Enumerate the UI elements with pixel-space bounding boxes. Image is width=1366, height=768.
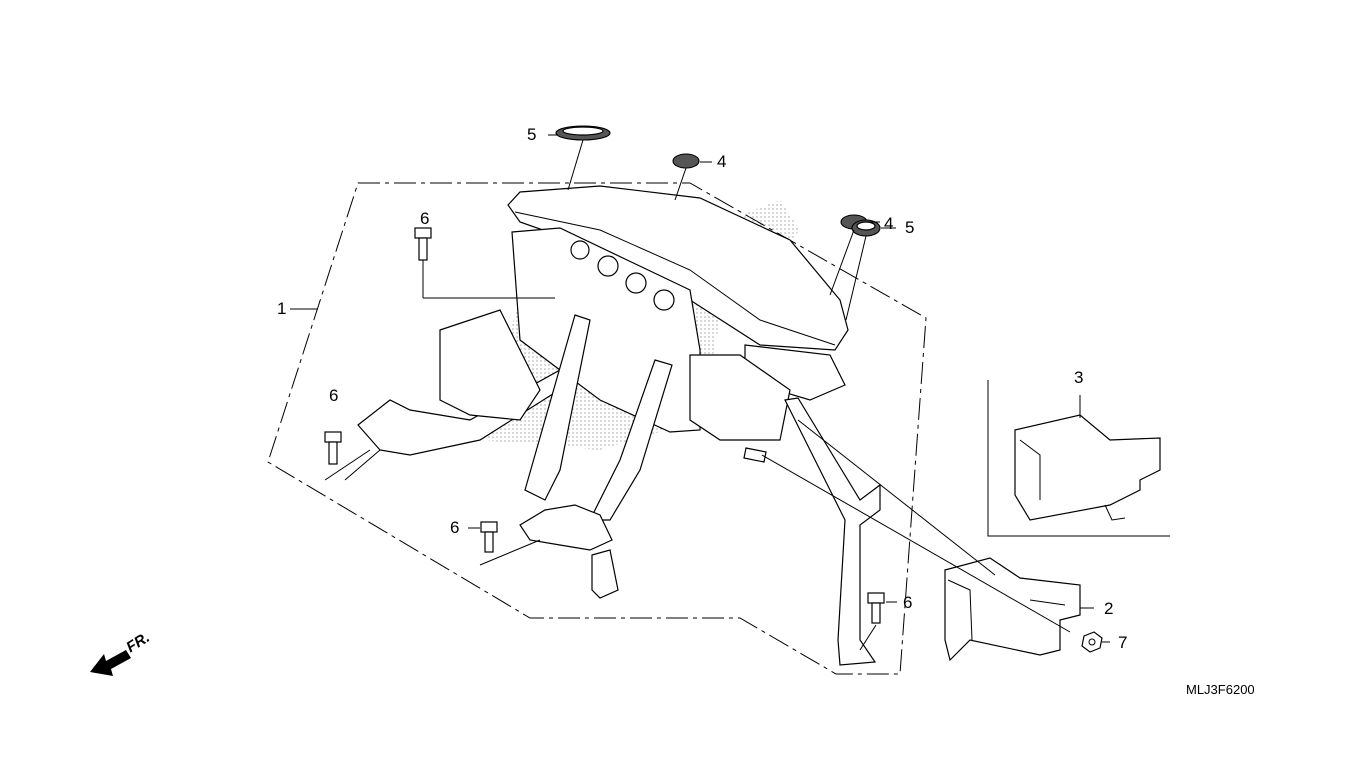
front-direction-arrow xyxy=(90,650,131,676)
callout-3: 3 xyxy=(1074,368,1084,387)
meter-gauges xyxy=(570,240,675,311)
part3-box-frame xyxy=(987,380,1170,537)
lower-pipe-bracket xyxy=(519,504,613,551)
left-stay-bracket xyxy=(439,309,541,421)
center-stay-right xyxy=(589,359,673,521)
meter-cover-edge xyxy=(514,211,836,346)
part2-bracket xyxy=(944,557,1081,662)
callout-6-top: 6 xyxy=(420,209,430,228)
callout-5-right: 5 xyxy=(905,218,915,237)
grommet-4-top xyxy=(672,153,700,169)
callout-5-top: 5 xyxy=(527,125,537,144)
part3-bracket-detail xyxy=(1019,439,1126,521)
callout-4-top: 4 xyxy=(717,152,727,171)
center-body xyxy=(689,354,791,441)
callout-6-left: 6 xyxy=(329,386,339,405)
center-stay xyxy=(524,314,591,501)
bolt-6-right xyxy=(867,592,885,624)
assembly-boundary xyxy=(267,182,927,675)
callout-7: 7 xyxy=(1118,633,1128,652)
part2-bracket-detail xyxy=(947,579,1066,641)
bolt-6-lower xyxy=(480,521,498,553)
right-long-stay xyxy=(784,397,881,666)
callout-1: 1 xyxy=(277,299,287,318)
callout-6-right: 6 xyxy=(903,593,913,612)
bolt-6-left xyxy=(324,431,342,465)
callout-6-lower: 6 xyxy=(450,518,460,537)
nut-7 xyxy=(1081,631,1103,653)
diagram-code: MLJ3F6200 xyxy=(1186,682,1255,697)
connector xyxy=(591,549,619,599)
callout-2: 2 xyxy=(1104,599,1114,618)
leader-lines xyxy=(290,134,1110,651)
part3-bracket xyxy=(1014,414,1161,521)
bolt-6-top xyxy=(414,227,432,261)
stud-bolt xyxy=(743,447,767,463)
callout-4-right: 4 xyxy=(884,214,894,233)
